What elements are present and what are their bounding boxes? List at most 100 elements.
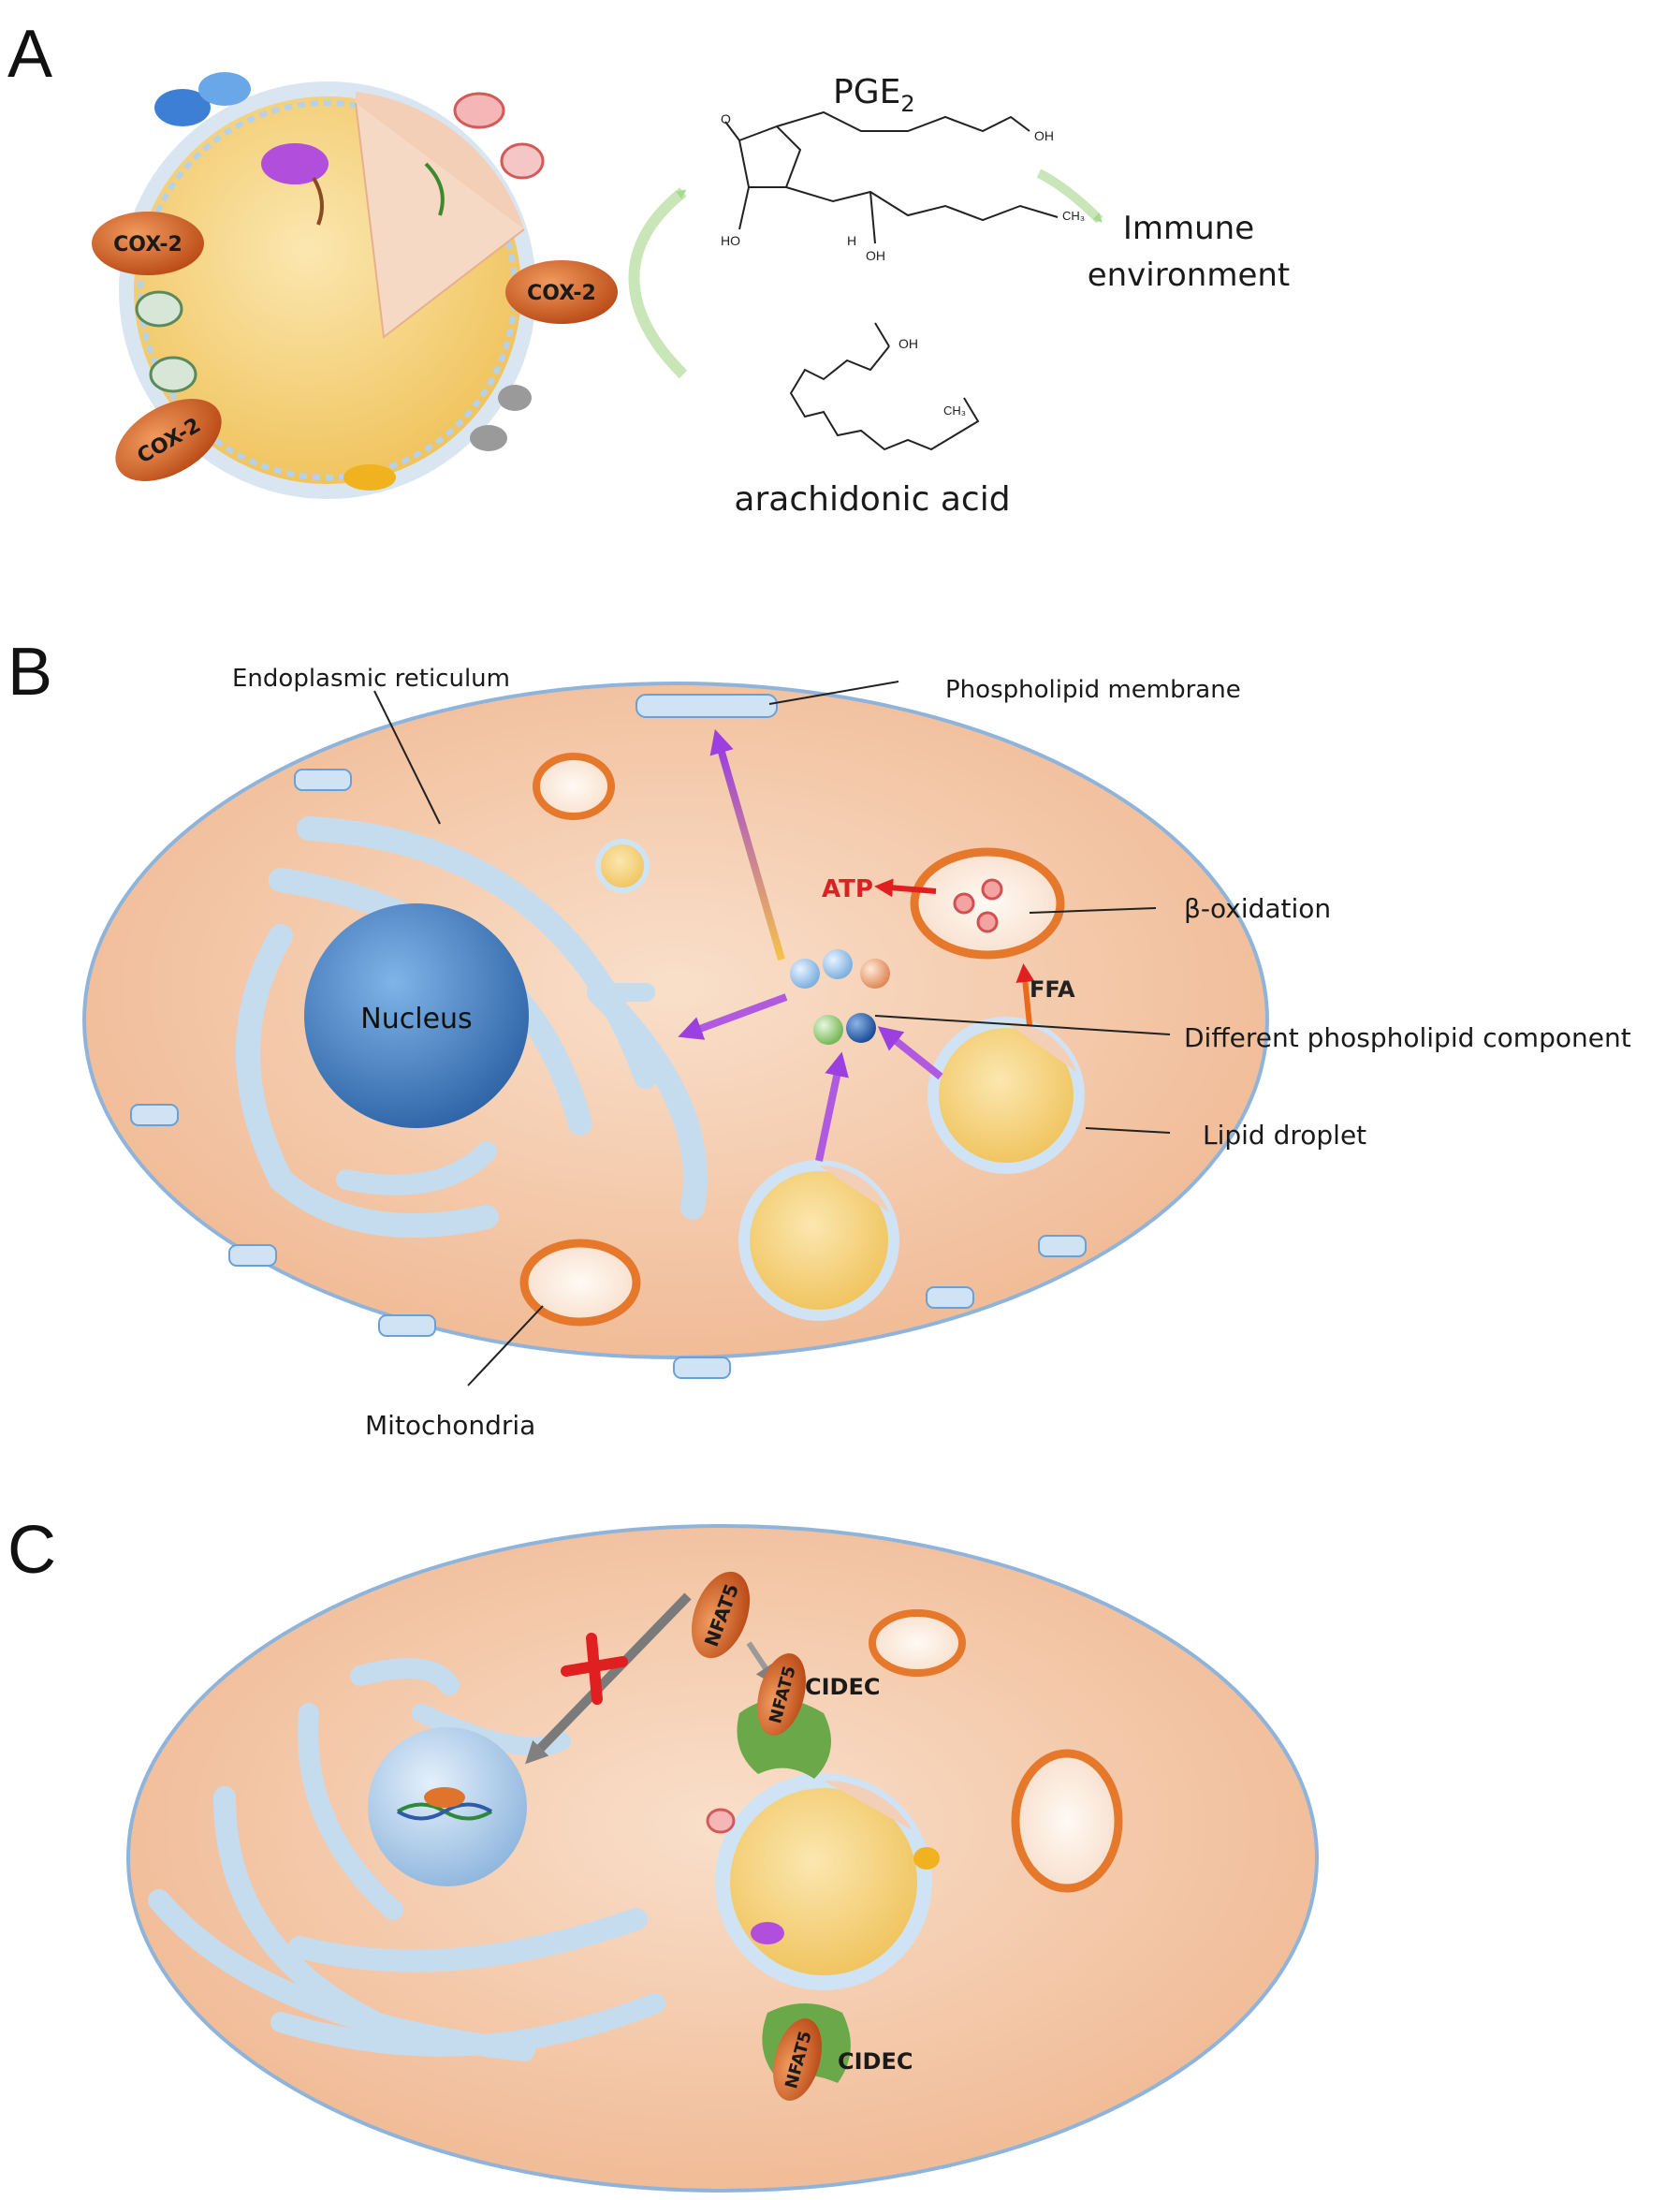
surface-protein — [198, 72, 251, 106]
arrow-to-membrane — [709, 728, 785, 961]
mitochondrion — [1011, 1749, 1123, 1893]
droplet-callout-line — [1085, 1127, 1171, 1134]
nfat5-binding-arrow — [746, 1641, 779, 1687]
droplet-core — [355, 102, 525, 339]
nucleus: Nucleus — [304, 903, 529, 1128]
cox2-label: COX-2 — [527, 282, 596, 305]
phospholipid-ball — [823, 949, 853, 979]
arrow-to-er — [678, 993, 788, 1040]
beta-oxidation-particle — [953, 892, 975, 915]
atp-label: ATP — [822, 875, 873, 903]
beta-oxidation-label: β-oxidation — [1184, 893, 1331, 924]
surface-protein — [453, 92, 505, 129]
mitochondrion-beta-oxidation — [910, 847, 1065, 960]
membrane-patch — [378, 1314, 436, 1337]
lipid-droplet-right — [928, 1017, 1085, 1174]
nucleus — [368, 1727, 527, 1886]
ffa-arrow — [1015, 963, 1035, 1026]
droplet-cutaway — [356, 92, 524, 229]
er-label: Endoplasmic reticulum — [232, 665, 510, 693]
membrane-patch — [294, 769, 352, 791]
surface-protein — [751, 1922, 784, 1944]
lipid-droplet-label: Lipid droplet — [1203, 1120, 1366, 1151]
mitochondrion — [869, 1609, 966, 1677]
phospholipid-ball — [846, 1013, 876, 1043]
pge2-oh2-label: OH — [866, 248, 885, 263]
cox2-enzyme-left: COX-2 — [92, 212, 204, 275]
conversion-arrow — [628, 187, 688, 379]
er-callout-line — [373, 690, 441, 825]
membrane-callout-line — [768, 681, 899, 705]
surface-protein — [498, 385, 532, 411]
ffa-label: FFA — [1030, 976, 1075, 1003]
mitochondrion — [533, 753, 615, 820]
phospholipid-ball — [860, 959, 890, 989]
surface-protein — [135, 290, 183, 328]
beta-oxidation-particle — [976, 911, 999, 933]
surface-protein — [500, 142, 545, 180]
lipid-droplet-bottom — [738, 1160, 899, 1321]
surface-protein — [913, 1847, 940, 1870]
callout-lines — [373, 681, 1171, 1386]
endoplasmic-reticulum — [148, 1658, 665, 2061]
component-label: Different phospholipid component — [1184, 1022, 1631, 1053]
dna-strand — [396, 1802, 493, 1821]
membrane-patches — [130, 694, 1087, 1379]
panel-b-letter: B — [7, 635, 52, 710]
panel-b: B Nucleus — [7, 635, 1631, 1441]
beta-oxidation-particle — [981, 878, 1003, 901]
lipid-droplet-center — [706, 1773, 940, 1990]
cidec-complex-top: NFAT5 CIDEC — [737, 1653, 880, 1779]
cox2-enzyme-right: COX-2 — [505, 260, 618, 324]
lipid-droplet-large — [119, 72, 545, 499]
mito-callout-line — [467, 1305, 544, 1386]
phospholipid-flux-arrows — [678, 728, 943, 1162]
arrow-from-droplet-bottom — [815, 1051, 849, 1162]
phospholipid-component-cluster — [790, 949, 890, 1045]
surface-protein — [261, 143, 329, 184]
pge2-structure — [724, 110, 1059, 244]
surface-protein — [154, 89, 211, 126]
blocked-translocation-arrow — [525, 1592, 692, 1765]
immune-label-line1: Immune — [1123, 210, 1254, 247]
arrow-from-droplet-right — [877, 1026, 943, 1080]
component-callout-line — [874, 1015, 1171, 1035]
nucleus-body — [304, 903, 529, 1128]
nfat5-bound — [757, 1653, 806, 1736]
aa-ch3-label: CH₃ — [943, 403, 966, 418]
membrane-patch — [635, 694, 778, 718]
lipid-droplet-small — [595, 839, 650, 893]
nfat5-bound — [773, 2018, 822, 2101]
atp-arrow — [874, 878, 937, 898]
membrane-label: Phospholipid membrane — [945, 676, 1241, 704]
panel-a: A COX-2 COX-2 — [7, 17, 1290, 519]
nucleus-label: Nucleus — [360, 1003, 472, 1035]
cox2-label: COX-2 — [113, 233, 183, 257]
membrane-patch — [228, 1244, 277, 1267]
membrane-patch — [1038, 1235, 1087, 1257]
phospholipid-ball — [813, 1015, 843, 1045]
panel-c: C NFAT5 — [7, 1513, 1319, 2193]
cidec-complex-bottom: NFAT5 CIDEC — [762, 2003, 913, 2101]
panel-c-letter: C — [7, 1513, 56, 1588]
surface-protein — [706, 1808, 736, 1834]
arachidonic-structure — [789, 322, 980, 451]
immune-label-line2: environment — [1088, 257, 1291, 294]
protein-tether — [312, 176, 324, 226]
block-cross-icon — [561, 1633, 628, 1705]
mitochondria-label: Mitochondria — [365, 1410, 535, 1441]
panel-a-letter: A — [7, 17, 52, 92]
mitochondrion-lower — [519, 1239, 641, 1327]
arachidonic-label: arachidonic acid — [734, 480, 1010, 519]
dna-bound-protein — [424, 1787, 465, 1808]
pge2-ho-label: HO — [721, 233, 740, 248]
cidec-label: CIDEC — [805, 1674, 880, 1700]
protein-tether — [424, 162, 445, 216]
surface-protein — [343, 464, 396, 491]
membrane-patch — [926, 1286, 974, 1309]
aa-oh-label: OH — [898, 336, 918, 351]
phospholipid-ball — [790, 959, 820, 989]
immune-arrow — [1036, 169, 1103, 224]
pge2-ch3-label: CH₃ — [1062, 209, 1085, 223]
